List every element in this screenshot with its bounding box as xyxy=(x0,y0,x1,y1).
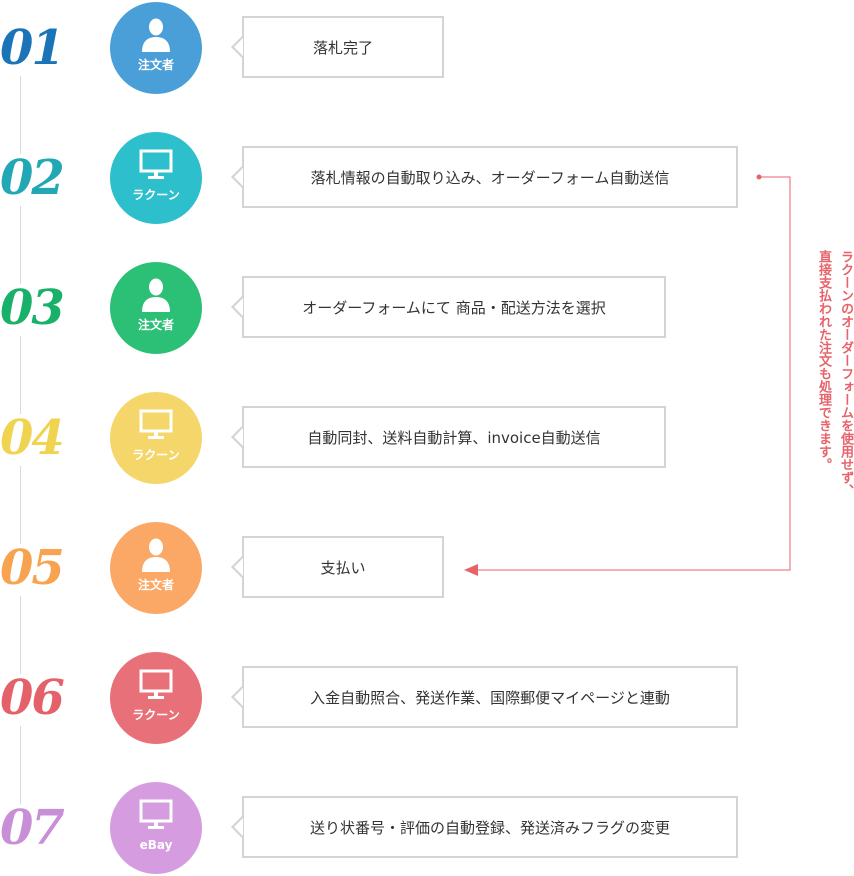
step-01: 01 注文者 落札完了 xyxy=(0,0,760,96)
person-icon xyxy=(142,18,170,52)
role-circle: ラクーン xyxy=(110,392,202,484)
step-description: 送り状番号・評価の自動登録、発送済みフラグの変更 xyxy=(231,796,738,858)
step-description: 自動同封、送料自動計算、invoice自動送信 xyxy=(231,406,666,468)
role-circle: eBay xyxy=(110,782,202,874)
step-description: 支払い xyxy=(231,536,444,598)
step-number: 06 xyxy=(0,674,76,726)
role-label: 注文者 xyxy=(137,58,174,72)
monitor-icon xyxy=(139,799,173,829)
role-label: ラクーン xyxy=(132,188,180,202)
role-circle: 注文者 xyxy=(110,2,202,94)
person-icon xyxy=(142,538,170,572)
step-number: 04 xyxy=(0,414,76,466)
step-05: 05 注文者 支払い xyxy=(0,520,760,616)
monitor-icon xyxy=(139,669,173,699)
connector-line xyxy=(478,176,791,571)
step-description: 落札情報の自動取り込み、オーダーフォーム自動送信 xyxy=(231,146,738,208)
role-label: 注文者 xyxy=(137,578,174,592)
step-03: 03 注文者 オーダーフォームにて 商品・配送方法を選択 xyxy=(0,260,760,356)
role-label: ラクーン xyxy=(132,448,180,462)
step-description: オーダーフォームにて 商品・配送方法を選択 xyxy=(231,276,666,338)
role-label: ラクーン xyxy=(132,708,180,722)
step-number: 02 xyxy=(0,154,76,206)
step-04: 04 ラクーン 自動同封、送料自動計算、invoice自動送信 xyxy=(0,390,760,486)
role-circle: 注文者 xyxy=(110,522,202,614)
role-circle: 注文者 xyxy=(110,262,202,354)
person-icon xyxy=(142,278,170,312)
step-02: 02 ラクーン 落札情報の自動取り込み、オーダーフォーム自動送信 xyxy=(0,130,760,226)
step-number: 01 xyxy=(0,24,76,76)
role-circle: ラクーン xyxy=(110,132,202,224)
monitor-icon xyxy=(139,149,173,179)
side-note-line-2: 直接支払われた注文も処理できます。 xyxy=(816,250,831,471)
step-number: 07 xyxy=(0,804,76,856)
step-description: 入金自動照合、発送作業、国際郵便マイページと連動 xyxy=(231,666,738,728)
role-label: 注文者 xyxy=(137,318,174,332)
step-number: 05 xyxy=(0,544,76,596)
side-note-line-1: ラクーンのオーダーフォームを使用せず、 xyxy=(838,250,853,497)
role-circle: ラクーン xyxy=(110,652,202,744)
step-06: 06 ラクーン 入金自動照合、発送作業、国際郵便マイページと連動 xyxy=(0,650,760,746)
monitor-icon xyxy=(139,409,173,439)
arrow-left-icon xyxy=(464,564,478,576)
role-label: eBay xyxy=(139,838,173,852)
step-number: 03 xyxy=(0,284,76,336)
step-07: 07 eBay 送り状番号・評価の自動登録、発送済みフラグの変更 xyxy=(0,780,760,876)
step-description: 落札完了 xyxy=(231,16,444,78)
side-note: ラクーンのオーダーフォームを使用せず、 直接支払われた注文も処理できます。 xyxy=(812,250,854,580)
